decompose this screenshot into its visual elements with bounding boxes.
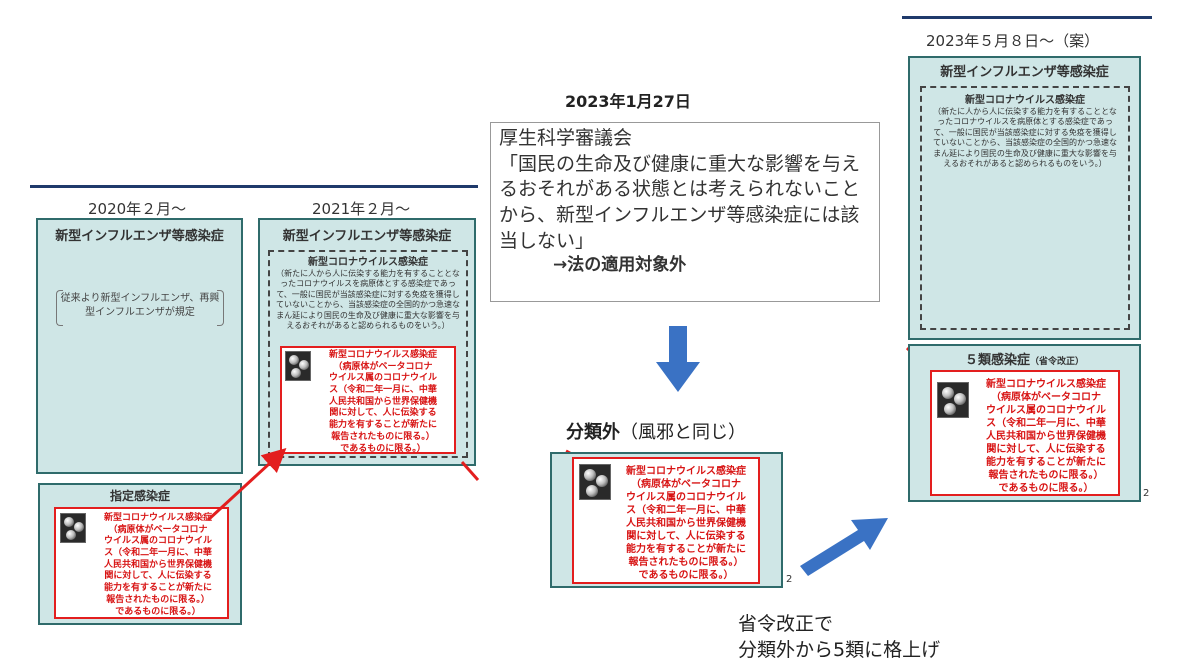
virus-icon (579, 464, 611, 500)
panel-shitei: 指定感染症 新型コロナウイルス感染症 （病原体がベータコロナ ウイルス属のコロナ… (38, 483, 242, 625)
council-box: 厚生科学審議会 「国民の生命及び健康に重大な影響を与えるおそれがある状態とは考え… (490, 122, 880, 302)
covid-def-text-center: 新型コロナウイルス感染症 （病原体がベータコロナ ウイルス属のコロナウイル ス（… (626, 466, 746, 581)
date-2021: 2021年２月～ (312, 200, 411, 218)
panel-2023-title: 新型インフルエンザ等感染症 (940, 65, 1109, 80)
panel-2020: 新型インフルエンザ等感染症 従来より新型インフルエンザ、再興型インフルエンザが規… (36, 218, 243, 474)
virus-icon (937, 382, 969, 418)
header-rule-right (902, 16, 1152, 19)
council-result: →法の適用対象外 (553, 255, 687, 276)
covid-def-box-shitei: 新型コロナウイルス感染症 （病原体がベータコロナ ウイルス属のコロナウイル ス（… (54, 507, 229, 619)
class5-note: （省令改正） (1030, 357, 1085, 367)
down-arrow-icon (656, 326, 700, 392)
arrow-shitei-to-2021 (206, 447, 287, 522)
date-2023: 2023年５月８日～（案） (926, 32, 1100, 50)
panel-2020-title: 新型インフルエンザ等感染症 (55, 229, 224, 244)
covid-def-box-center: 新型コロナウイルス感染症 （病原体がベータコロナ ウイルス属のコロナウイル ス（… (572, 457, 760, 584)
center-date: 2023年1月27日 (565, 92, 691, 111)
panel-2021-dashed-box: 新型コロナウイルス感染症 （新たに人から人に伝染する能力を有することとなったコロ… (268, 250, 468, 458)
virus-icon (60, 513, 86, 543)
covid-def-text-shitei: 新型コロナウイルス感染症 （病原体がベータコロナ ウイルス属のコロナウイル ス（… (103, 513, 212, 617)
panel-class5-title: ５類感染症（省令改正） (910, 349, 1139, 368)
bottom-note-line1: 省令改正で (738, 613, 834, 635)
panel-2023-dashed-text: （新たに人から人に伝染する能力を有することとなったコロナウイルスを病原体とする感… (933, 107, 1117, 168)
panel-class5: ５類感染症（省令改正） 新型コロナウイルス感染症 （病原体がベータコロナ ウイル… (908, 344, 1141, 502)
panel-shitei-title: 指定感染症 (109, 489, 170, 503)
panel-2020-note: 従来より新型インフルエンザ、再興型インフルエンザが規定 (56, 290, 224, 326)
diagonal-arrow-icon (800, 518, 888, 576)
class-bold: 分類外 (566, 422, 620, 443)
bottom-note-line2: 分類外から5類に格上げ (738, 638, 941, 661)
classification-label: 分類外（風邪と同じ） (566, 418, 746, 444)
bottom-note: 省令改正で 分類外から5類に格上げ (738, 612, 940, 663)
council-quote: 「国民の生命及び健康に重大な影響を与えるおそれがある状態とは考えられないことから… (499, 152, 861, 252)
panel-2021: 新型インフルエンザ等感染症 新型コロナウイルス感染症 （新たに人から人に伝染する… (258, 218, 476, 466)
class-note: （風邪と同じ） (620, 422, 746, 443)
panel-2020-note-text: 従来より新型インフルエンザ、再興型インフルエンザが規定 (60, 293, 220, 318)
panel-2023: 新型インフルエンザ等感染症 新型コロナウイルス感染症 （新たに人から人に伝染する… (908, 56, 1141, 340)
page-number-right: 2 (1143, 488, 1150, 499)
covid-def-text-2023: 新型コロナウイルス感染症 （病原体がベータコロナ ウイルス属のコロナウイル ス（… (986, 379, 1106, 494)
covid-def-text-2021: 新型コロナウイルス感染症 （病原体がベータコロナ ウイルス属のコロナウイル ス（… (328, 350, 437, 454)
covid-def-box-2023: 新型コロナウイルス感染症 （病原体がベータコロナ ウイルス属のコロナウイル ス（… (930, 370, 1120, 496)
panel-2023-dashed-title: 新型コロナウイルス感染症 (965, 95, 1085, 106)
panel-2023-dashed-box: 新型コロナウイルス感染症 （新たに人から人に伝染する能力を有することとなったコロ… (920, 86, 1130, 330)
panel-center-excluded: 新型コロナウイルス感染症 （病原体がベータコロナ ウイルス属のコロナウイル ス（… (550, 452, 783, 588)
panel-2021-dashed-title: 新型コロナウイルス感染症 (308, 257, 428, 268)
bracket-right (217, 290, 224, 326)
virus-icon (285, 351, 311, 381)
panel-2021-title: 新型インフルエンザ等感染症 (282, 229, 452, 244)
panel-2021-dashed-text: （新たに人から人に伝染する能力を有することとなったコロナウイルスを病原体とする感… (276, 269, 460, 330)
bracket-left (56, 290, 63, 326)
covid-def-box-2021: 新型コロナウイルス感染症 （病原体がベータコロナ ウイルス属のコロナウイル ス（… (280, 346, 456, 454)
arrow-2021-to-center (460, 461, 480, 481)
date-2020: 2020年２月～ (88, 200, 187, 218)
council-name: 厚生科学審議会 (499, 127, 633, 149)
page-number-center: 2 (786, 574, 793, 585)
header-rule-left (30, 185, 478, 188)
class5-title: ５類感染症 (964, 353, 1030, 368)
